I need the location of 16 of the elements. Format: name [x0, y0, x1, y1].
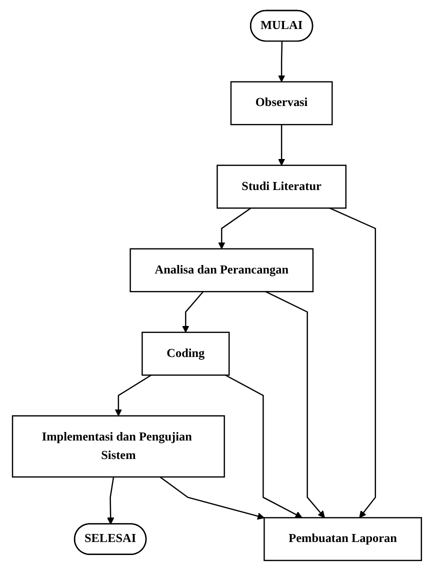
arrow — [328, 208, 376, 518]
node-box: Implementasi dan Pengujian Sistem — [11, 415, 224, 478]
arrow — [114, 374, 152, 416]
arrow — [224, 374, 302, 518]
arrow — [278, 124, 285, 166]
node-box: Analisa dan Perancangan — [129, 248, 314, 292]
node-box: Pembuatan Laporan — [263, 517, 422, 562]
node-box: Studi Literatur — [216, 164, 346, 209]
arrow — [218, 208, 251, 250]
arrow — [278, 41, 285, 82]
node-box: Coding — [141, 332, 230, 376]
arrow — [182, 291, 204, 333]
arrow — [159, 476, 264, 520]
arrow — [264, 291, 324, 518]
arrow — [106, 476, 114, 525]
node-box: Observasi — [230, 81, 332, 126]
